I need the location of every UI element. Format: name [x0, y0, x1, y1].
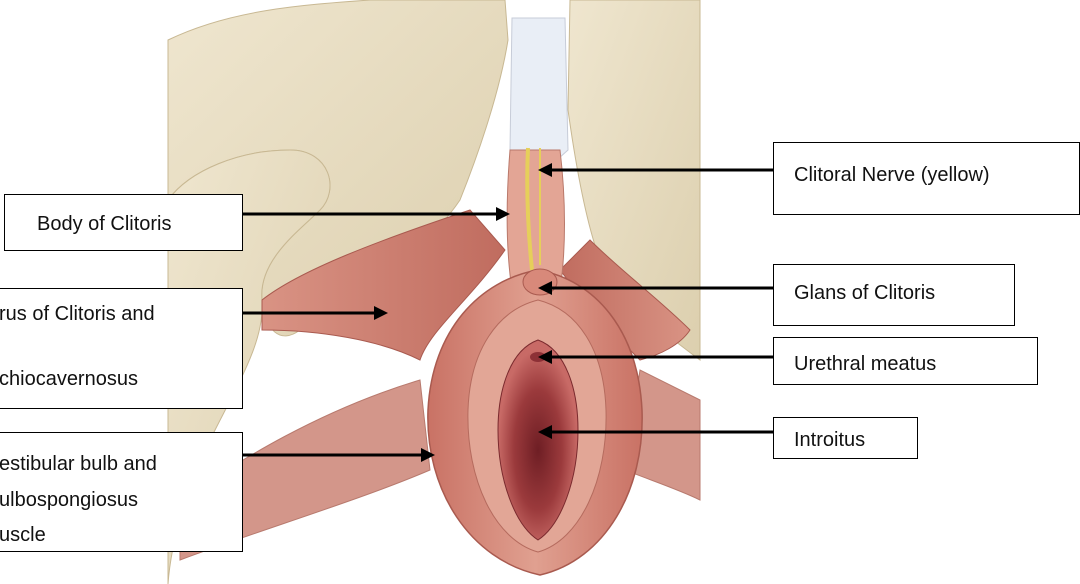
label-clitoral-nerve: Clitoral Nerve (yellow) — [773, 142, 1080, 215]
label-urethral-meatus-text: Urethral meatus — [794, 352, 936, 376]
pubic-symphysis — [510, 18, 568, 168]
label-body-of-clitoris-text: Body of Clitoris — [37, 212, 172, 236]
label-bulb-line2: ulbospongiosus — [0, 488, 138, 512]
label-introitus: Introitus — [773, 417, 918, 459]
label-body-of-clitoris: Body of Clitoris — [4, 194, 243, 251]
label-glans-of-clitoris-text: Glans of Clitoris — [794, 281, 935, 305]
label-urethral-meatus: Urethral meatus — [773, 337, 1038, 385]
label-introitus-text: Introitus — [794, 428, 865, 452]
label-bulb-line1: estibular bulb and — [0, 452, 157, 476]
label-crus-line2: chiocavernosus — [0, 367, 138, 391]
label-clitoral-nerve-text: Clitoral Nerve (yellow) — [794, 163, 990, 187]
label-vestibular-bulb: estibular bulb and ulbospongiosus uscle — [0, 432, 243, 552]
label-bulb-line3: uscle — [0, 523, 46, 547]
label-glans-of-clitoris: Glans of Clitoris — [773, 264, 1015, 326]
label-crus-of-clitoris: rus of Clitoris and chiocavernosus — [0, 288, 243, 409]
label-crus-line1: rus of Clitoris and — [0, 302, 155, 326]
